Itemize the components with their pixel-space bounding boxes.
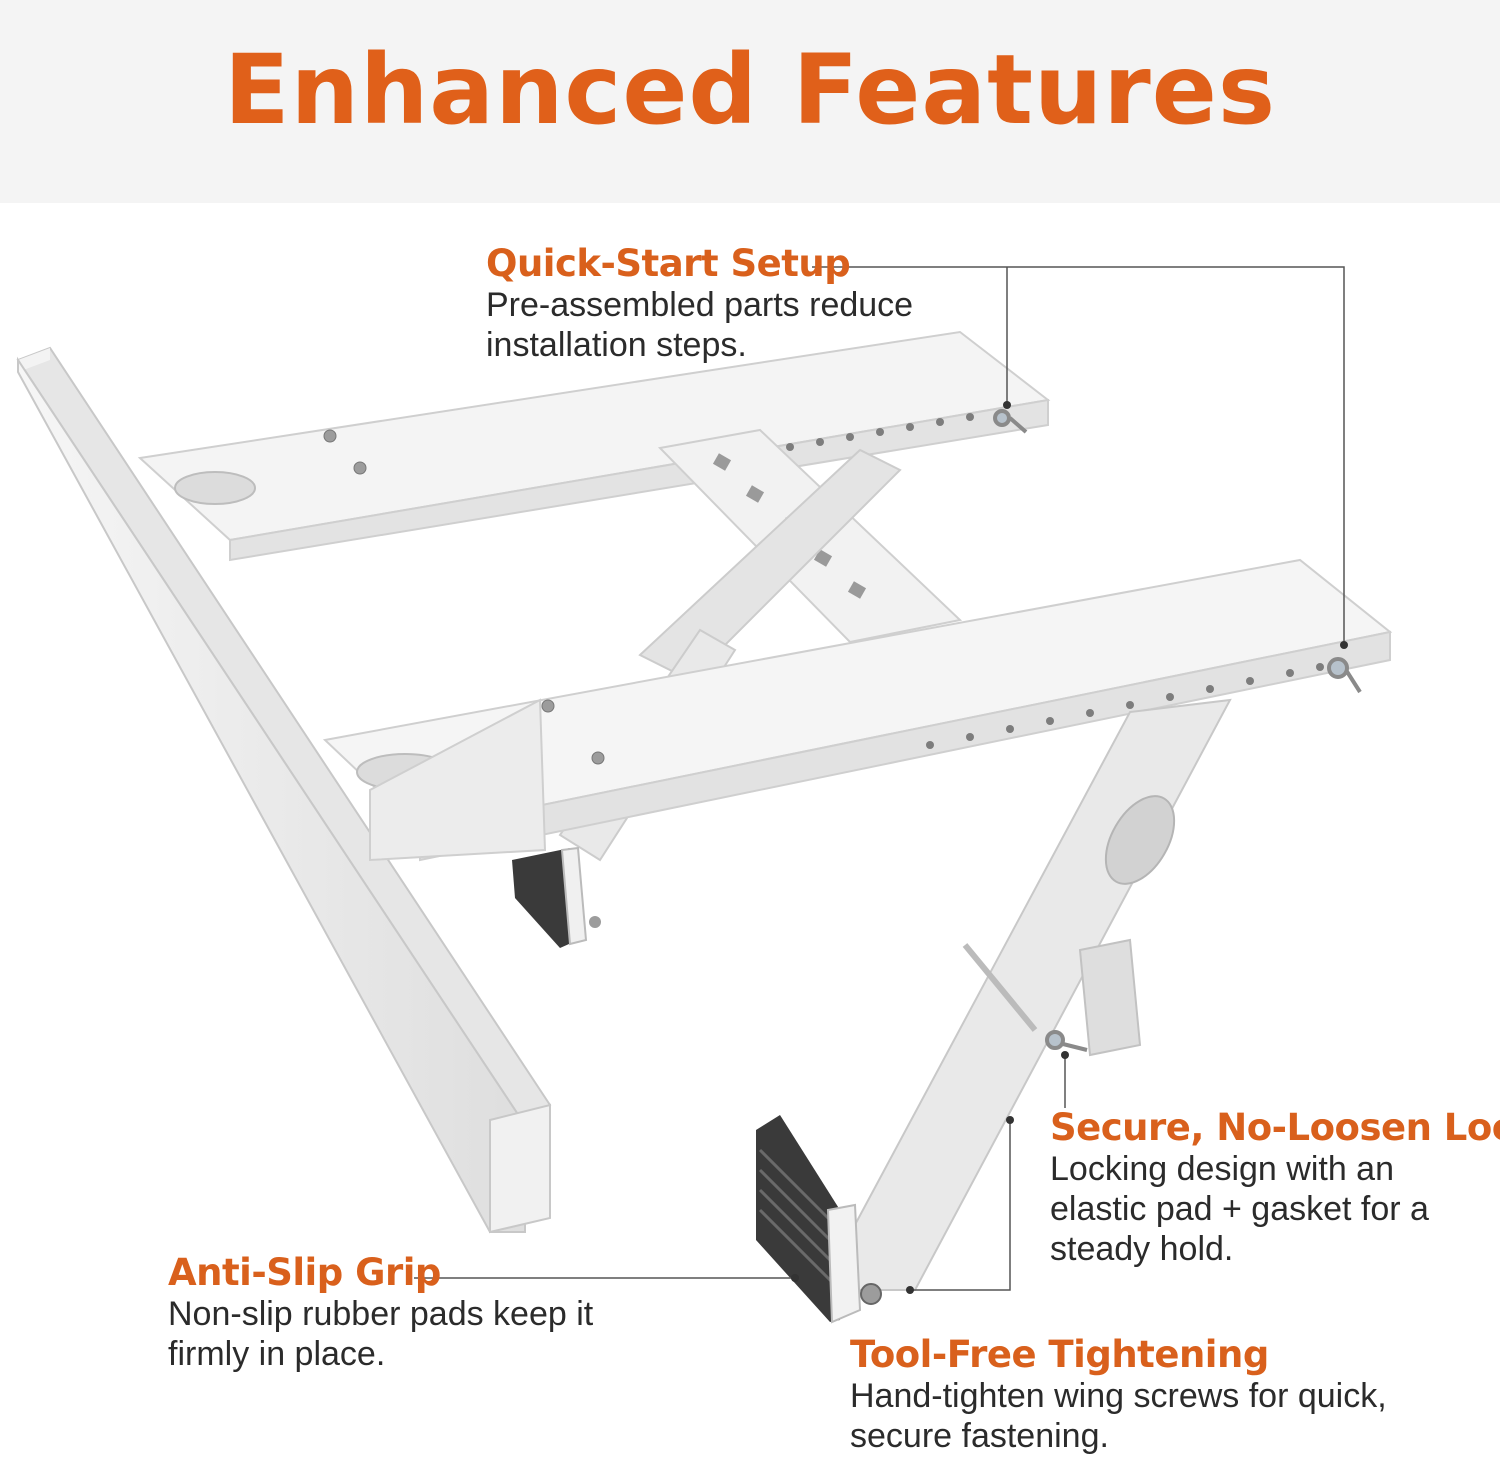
bracket-illustration: [16, 266, 1393, 1324]
callout-heading: Secure, No-Loosen Lock: [1050, 1106, 1500, 1149]
screw-heads: [323, 429, 605, 765]
callout-tool-free-tightening: Tool-Free Tightening Hand-tighten wing s…: [850, 1334, 1450, 1456]
callout-body: Hand-tighten wing screws for quick, secu…: [850, 1377, 1387, 1455]
header-banner: [0, 0, 1500, 203]
callout-leader-dots: [791, 401, 1348, 1294]
callout-heading: Tool-Free Tightening: [850, 1333, 1269, 1376]
callout-body: Pre-assembled parts reduce installation …: [486, 286, 914, 364]
vertical-post-front: [17, 356, 526, 1233]
callout-heading: Quick-Start Setup: [486, 242, 851, 285]
rubber-foot-upper: [512, 846, 601, 948]
arm-hole-rows: [786, 413, 1324, 749]
rubber-foot-lower: [756, 1115, 882, 1324]
callout-heading: Anti-Slip Grip: [168, 1251, 441, 1294]
wing-screws: [993, 409, 1362, 1052]
callout-anti-slip-grip: Anti-Slip Grip Non-slip rubber pads keep…: [168, 1252, 638, 1374]
page-title: Enhanced Features: [224, 34, 1276, 146]
callout-secure-no-loosen-lock: Secure, No-Loosen Lock Locking design wi…: [1050, 1106, 1500, 1269]
callout-body: Non-slip rubber pads keep it firmly in p…: [168, 1295, 594, 1373]
callout-body: Locking design with an elastic pad + gas…: [1050, 1150, 1429, 1268]
callout-quick-start-setup: Quick-Start Setup Pre-assembled parts re…: [486, 243, 956, 365]
callout-leader-lines: [414, 266, 1345, 1291]
upper-arm-slot: [174, 471, 256, 505]
